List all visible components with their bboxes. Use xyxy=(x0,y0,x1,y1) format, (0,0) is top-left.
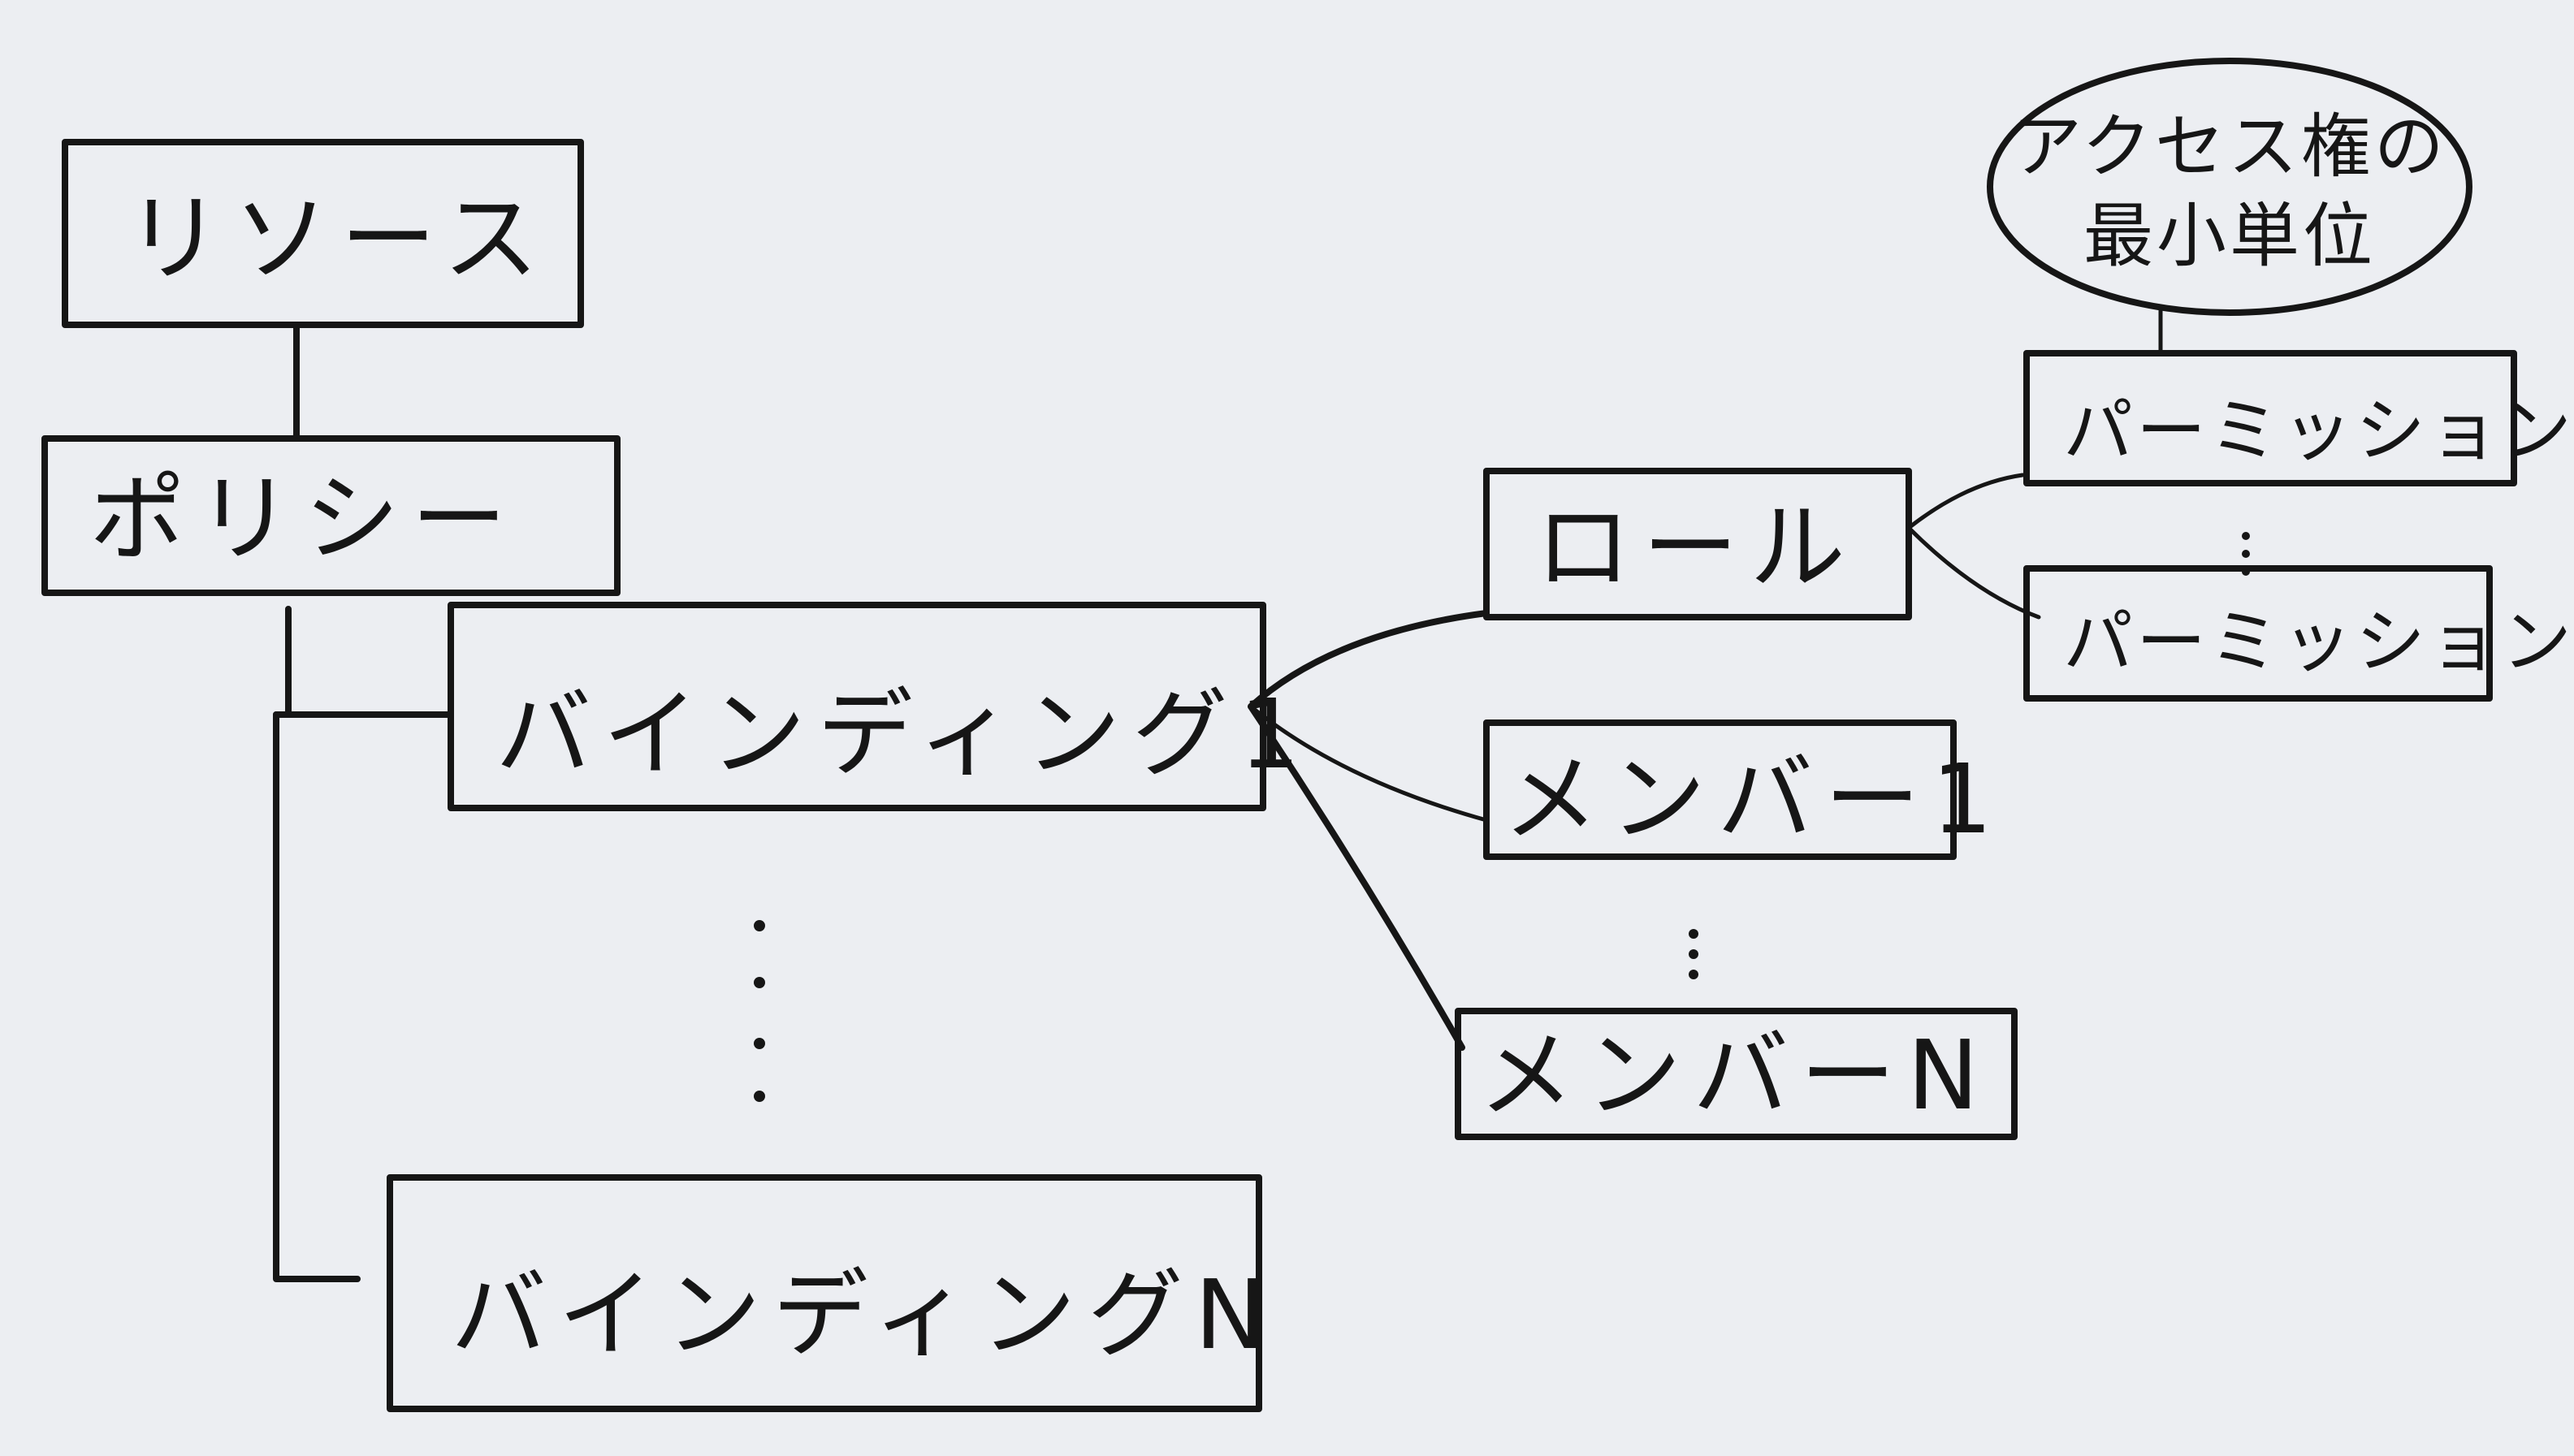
callout-line-2: 最小単位 xyxy=(2083,196,2376,277)
member-1-node: メンバー1 xyxy=(1483,719,2004,860)
permission-n-node: パーミッションN xyxy=(2023,565,2574,702)
binding-n-label: バインディングN xyxy=(451,1259,1278,1371)
binding-ellipsis xyxy=(754,920,765,1102)
binding-n-node: バインディングN xyxy=(387,1174,1278,1412)
binding-1-node: バインディング1 xyxy=(448,602,1312,811)
binding-role-connector xyxy=(1248,610,1490,710)
resource-label: リソース xyxy=(126,183,550,295)
member-n-node: メンバーN xyxy=(1455,1008,2018,1140)
permission-n-label: パーミッションN xyxy=(2063,602,2574,683)
member-ellipsis xyxy=(1689,929,1698,979)
binding-1-label: バインディング1 xyxy=(495,678,1312,790)
policy-label: ポリシー xyxy=(89,463,518,575)
permission-1-label: パーミッション1 xyxy=(2063,391,2574,472)
member-n-label: メンバーN xyxy=(1478,1019,1990,1131)
permission-1-node: パーミッション1 xyxy=(2023,350,2574,486)
callout-bubble: アクセス権の 最小単位 xyxy=(1987,58,2472,356)
role-label: ロール xyxy=(1535,491,1857,603)
role-permissionn-connector xyxy=(1906,525,2041,620)
callout-line-1: アクセス権の xyxy=(2012,106,2447,188)
role-permission1-connector xyxy=(1906,473,2025,530)
resource-node: リソース xyxy=(62,139,584,328)
member-1-label: メンバー1 xyxy=(1503,743,2004,855)
role-node: ロール xyxy=(1483,468,1912,620)
binding-membern-connector xyxy=(1248,703,1465,1051)
policy-node: ポリシー xyxy=(41,435,621,596)
binding-member1-connector xyxy=(1248,704,1489,823)
